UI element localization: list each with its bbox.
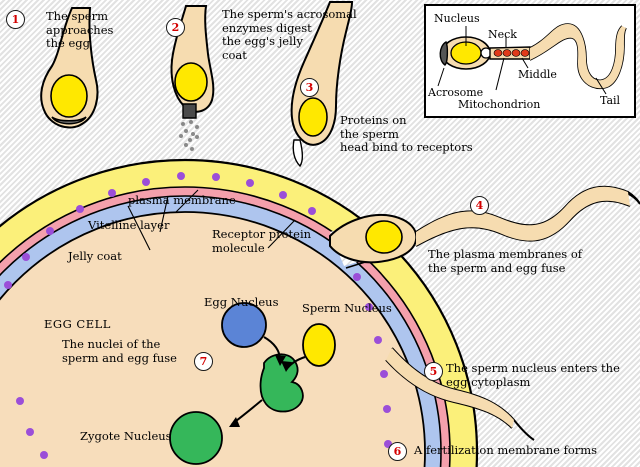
fusing-nuclei-blob [259,353,304,413]
inset-label-neck: Neck [488,28,517,41]
step-marker-1: 1 [6,10,25,29]
step-marker-4: 4 [470,196,489,215]
label-sperm-nucleus: Sperm Nucleus [302,301,392,315]
step-caption-2: The sperm's acrosomal enzymes digest the… [222,7,357,62]
sperm-stage-1 [40,7,99,129]
sperm-nucleus-circle [302,323,336,367]
label-jelly-coat: Jelly coat [68,249,122,263]
step-caption-6: A fertilization membrane forms [414,443,598,457]
label-egg-cell: EGG CELL [44,317,111,331]
label-zygote-nucleus: Zygote Nucleus [80,429,172,443]
zygote-nucleus-circle [169,411,223,465]
sperm-nucleus-3 [298,97,328,137]
sperm-stage-3 [290,0,354,168]
inset-label-mitochondrion: Mitochondrion [458,98,541,111]
sperm-head-tip-3 [292,139,303,168]
step-caption-1: The sperm approaches the egg [46,9,114,51]
inset-label-tail: Tail [600,94,621,107]
nuclei-fusion-group [169,302,336,465]
egg-cytoplasm [0,211,426,467]
step-marker-2: 2 [166,18,185,37]
step-marker-6: 6 [388,442,407,461]
sperm-stage-4-5 [329,185,640,441]
label-leader-lines [127,189,296,251]
acrosomal-enzymes [179,120,199,151]
label-receptor-protein: Receptor protein molecule [212,227,312,255]
step-caption-5: The sperm nucleus enters the egg cytopla… [446,361,620,389]
inset-label-nucleus: Nucleus [434,12,480,25]
acrosome-release-2 [182,103,197,119]
inset-artwork [437,23,627,95]
label-egg-nucleus: Egg Nucleus [204,295,279,309]
sperm-nucleus-2 [174,62,208,102]
label-vitelline-layer: Vitelline layer [88,218,170,232]
inset-label-acrosome: Acrosome [428,86,484,99]
step-caption-3: Proteins on the sperm head bind to recep… [340,113,473,155]
step-marker-5: 5 [424,362,443,381]
sperm-anatomy-inset: Nucleus Neck Middle Acrosome Mitochondri… [424,4,636,118]
sperm-nucleus-4 [365,220,403,254]
step-caption-4: The plasma membranes of the sperm and eg… [428,247,583,275]
egg-nucleus-circle [221,302,267,348]
step-caption-7: The nuclei of the sperm and egg fuse [62,337,177,365]
step-marker-3: 3 [300,78,319,97]
label-plasma-membrane: plasma membrane [128,193,236,207]
step-marker-7: 7 [194,352,213,371]
sperm-nucleus-1 [50,74,88,118]
inset-label-middle: Middle [518,68,557,81]
acrosome-cap-1 [51,116,87,125]
